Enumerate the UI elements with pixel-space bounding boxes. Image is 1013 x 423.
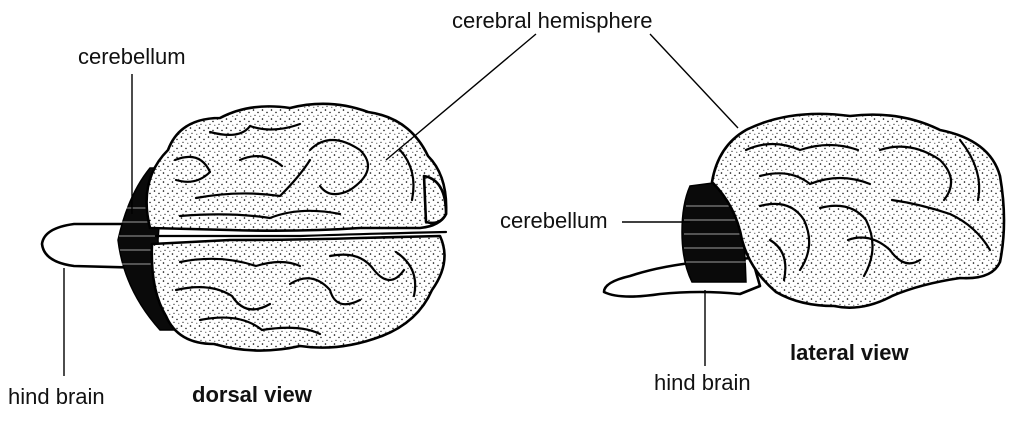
label-cerebellum-dorsal: cerebellum bbox=[78, 44, 186, 69]
label-cerebellum-lateral: cerebellum bbox=[500, 208, 608, 233]
lateral-view-drawing bbox=[604, 114, 1004, 308]
label-dorsal-view: dorsal view bbox=[192, 382, 313, 407]
label-hind-brain-dorsal: hind brain bbox=[8, 384, 105, 409]
dorsal-view-drawing bbox=[42, 104, 446, 351]
dorsal-lower-hemisphere-shape bbox=[152, 236, 445, 351]
dorsal-midline bbox=[156, 232, 446, 236]
label-lateral-view: lateral view bbox=[790, 340, 910, 365]
label-cerebral-hemisphere: cerebral hemisphere bbox=[452, 8, 653, 33]
label-hind-brain-lateral: hind brain bbox=[654, 370, 751, 395]
